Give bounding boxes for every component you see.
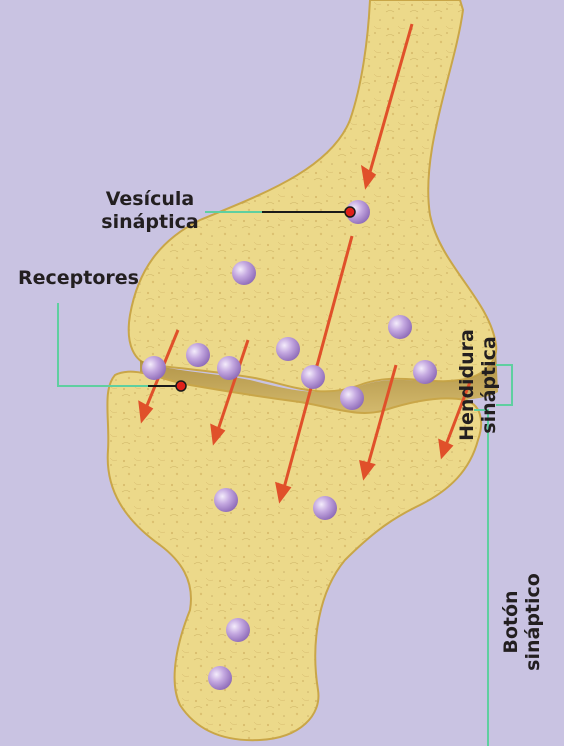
vesicle — [388, 315, 412, 339]
hendidura-label-line1: Hendidura — [456, 320, 478, 450]
vesicula-label-line1: Vesícula — [95, 188, 205, 211]
vesicle — [301, 365, 325, 389]
vesicle — [217, 356, 241, 380]
vesicula-label: Vesícula sináptica — [95, 188, 205, 234]
vesicle — [142, 356, 166, 380]
vesicle — [208, 666, 232, 690]
vesicula-label-line2: sináptica — [95, 211, 205, 234]
boton-label-line1: Botón — [500, 557, 522, 687]
receptores-label: Receptores — [18, 267, 139, 290]
vesicula-pointer-dot — [345, 207, 355, 217]
receptores-pointer-dot — [176, 381, 186, 391]
postsynaptic-terminal — [107, 372, 481, 741]
vesicle — [276, 337, 300, 361]
boton-bracket — [474, 410, 488, 746]
vesicle — [232, 261, 256, 285]
boton-label: Botón sináptico — [500, 557, 544, 687]
vesicle — [313, 496, 337, 520]
hendidura-label: Hendidura sináptica — [456, 320, 500, 450]
vesicle — [186, 343, 210, 367]
hendidura-label-line2: sináptica — [478, 320, 500, 450]
vesicle — [214, 488, 238, 512]
vesicle — [226, 618, 250, 642]
vesicle — [413, 360, 437, 384]
vesicle — [340, 386, 364, 410]
boton-label-line2: sináptico — [522, 557, 544, 687]
